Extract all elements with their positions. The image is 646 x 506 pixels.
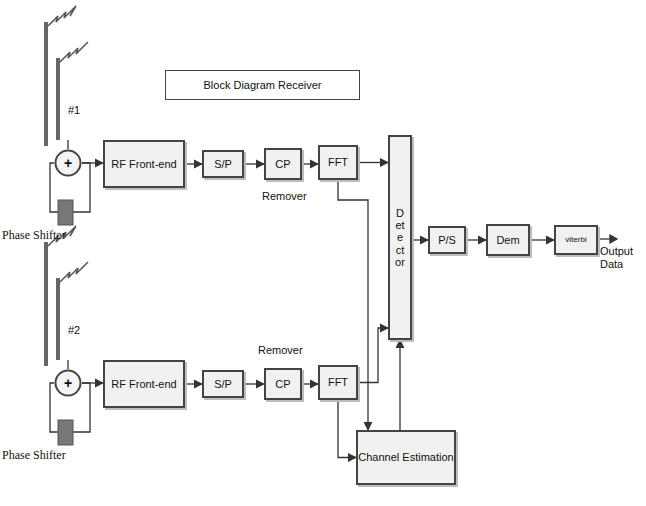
rf-frontend-box: RF Front-end [103,360,185,408]
cp-remover-box: CP [264,148,302,180]
signal-arrow [338,400,356,458]
node-text: RF Front-end [111,158,176,171]
text-label: #2 [68,324,80,336]
signal-arrow [185,383,202,384]
node-text: RF Front-end [111,378,176,391]
node-text: S/P [214,158,232,171]
text-label: Output Data [600,245,642,270]
node-text: FFT [328,156,348,169]
signal-arrow [358,328,388,383]
node-text: Dem [496,234,519,247]
fft-box: FFT [318,145,358,180]
signal-arrow [399,340,400,430]
signal-arrow [244,383,264,384]
serial-parallel-box: S/P [202,150,244,178]
rf-frontend-box: RF Front-end [103,140,185,188]
node-text: + [64,155,72,171]
fft-box: FFT [318,365,358,400]
serial-parallel-box: S/P [202,370,244,398]
signal-arrow [530,239,554,240]
demodulator-box: Dem [486,224,530,256]
detector-box: Detector [388,135,412,340]
parallel-serial-box: P/S [428,226,466,254]
signal-arrow [185,163,202,164]
signal-arrow [412,239,428,240]
text-label: #1 [68,104,80,116]
cp-remover-box: CP [264,368,302,400]
signal-arrow [82,162,103,163]
channel-estimation-box: Channel Estimation [356,430,456,485]
signal-arrow [358,162,388,163]
summer-circle: + [54,369,82,397]
node-text: Channel Estimation [358,451,453,464]
node-text: S/P [214,378,232,391]
node-text: CP [275,378,290,391]
summer-circle: + [54,149,82,177]
signal-arrow [466,239,486,240]
text-label: Phase Shifter [2,228,66,243]
text-label: Remover [262,190,307,202]
title-box: Block Diagram Receiver [165,70,360,100]
signal-arrow [302,383,318,384]
signal-arrow [244,163,264,164]
viterbi-box: viterbi [554,225,598,255]
node-text: P/S [438,234,456,247]
signal-arrow [302,163,318,164]
diagram-title: Block Diagram Receiver [204,79,322,92]
node-text: Detector [395,207,406,267]
node-text: + [64,375,72,391]
node-text: CP [275,158,290,171]
text-label: Phase Shifter [2,448,66,463]
text-label: Remover [258,344,303,356]
node-text: FFT [328,376,348,389]
signal-arrow [82,382,103,383]
node-text: viterbi [565,235,586,244]
